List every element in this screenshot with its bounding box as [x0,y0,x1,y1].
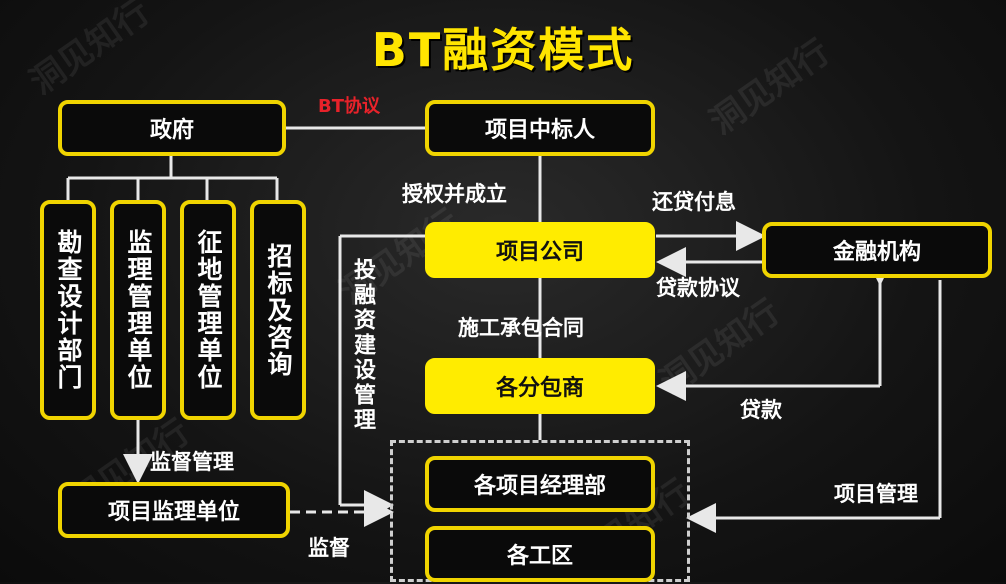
supervision-unit-box: 项目监理单位 [58,482,290,538]
subcontractors-label: 各分包商 [495,376,584,401]
dept-bidding-consulting: 招标及咨询 [250,200,306,420]
supervise-label: 监督 [308,536,350,560]
authorize-label: 授权并成立 [402,182,507,206]
repay-label: 还贷付息 [652,190,736,214]
project-company-box: 项目公司 [425,222,655,278]
project-dept-label: 各项目经理部 [473,474,606,499]
supervision-unit-label: 项目监理单位 [107,500,240,525]
financial-institution-label: 金融机构 [832,240,921,265]
winning-bidder-label: 项目中标人 [484,118,595,143]
project-company-label: 项目公司 [495,240,584,265]
project-management-label: 项目管理 [834,482,918,506]
work-area-label: 各工区 [506,544,573,569]
supervise-manage-label: 监督管理 [150,450,234,474]
winning-bidder-box: 项目中标人 [425,100,655,156]
loan-label: 贷款 [740,398,782,422]
dept-survey-design: 勘查设计部门 [40,200,96,420]
loan-agreement-label: 贷款协议 [656,276,740,300]
construction-contract-label: 施工承包合同 [458,316,584,340]
bt-protocol-label: BT协议 [318,96,380,117]
work-area-box: 各工区 [425,526,655,582]
page-title: BT融资模式 [371,23,635,77]
project-dept-box: 各项目经理部 [425,456,655,512]
dept-supervision-mgmt: 监理管理单位 [110,200,166,420]
dept-land-acquisition: 征地管理单位 [180,200,236,420]
subcontractors-box: 各分包商 [425,358,655,414]
government-box: 政府 [58,100,286,156]
invest-build-manage-label: 投融资建设管理 [350,258,375,433]
government-label: 政府 [149,118,194,143]
financial-institution-box: 金融机构 [762,222,992,278]
